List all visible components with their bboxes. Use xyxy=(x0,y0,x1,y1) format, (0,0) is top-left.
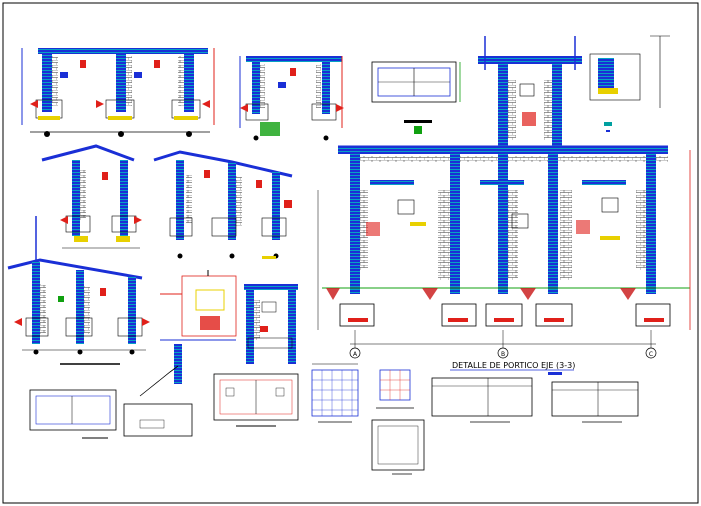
plan-detail-top xyxy=(371,61,461,134)
axis-marker-c: C xyxy=(645,347,657,359)
slab-detail xyxy=(371,419,425,475)
footing-plan-1 xyxy=(29,389,117,439)
frame-roof-right xyxy=(153,150,293,259)
frame-detail-top-left xyxy=(21,48,215,137)
column-section-detail xyxy=(376,369,414,409)
axis-label-b: B xyxy=(501,351,505,358)
stair-detail-center xyxy=(139,270,237,397)
frame-roof-left xyxy=(41,144,142,249)
footing-plan-5 xyxy=(551,381,639,423)
portico-main-elevation xyxy=(317,36,691,348)
section-detail-top-right xyxy=(589,35,670,132)
frame-detail-top-middle xyxy=(239,56,344,141)
footing-plan-4 xyxy=(431,372,562,423)
footing-plan-2 xyxy=(123,403,193,437)
axis-label-c: C xyxy=(649,351,653,358)
axis-marker-b: B xyxy=(497,347,509,359)
frame-detail-center-small xyxy=(244,284,298,364)
axis-label-a: A xyxy=(353,351,358,358)
portico-title: DETALLE DE PORTICO EJE (3-3) xyxy=(452,361,575,370)
reinforcement-grid-detail xyxy=(311,363,359,423)
frame-roof-lower-left xyxy=(7,216,150,365)
axis-marker-a: A xyxy=(349,347,361,359)
footing-plan-3 xyxy=(213,373,299,427)
